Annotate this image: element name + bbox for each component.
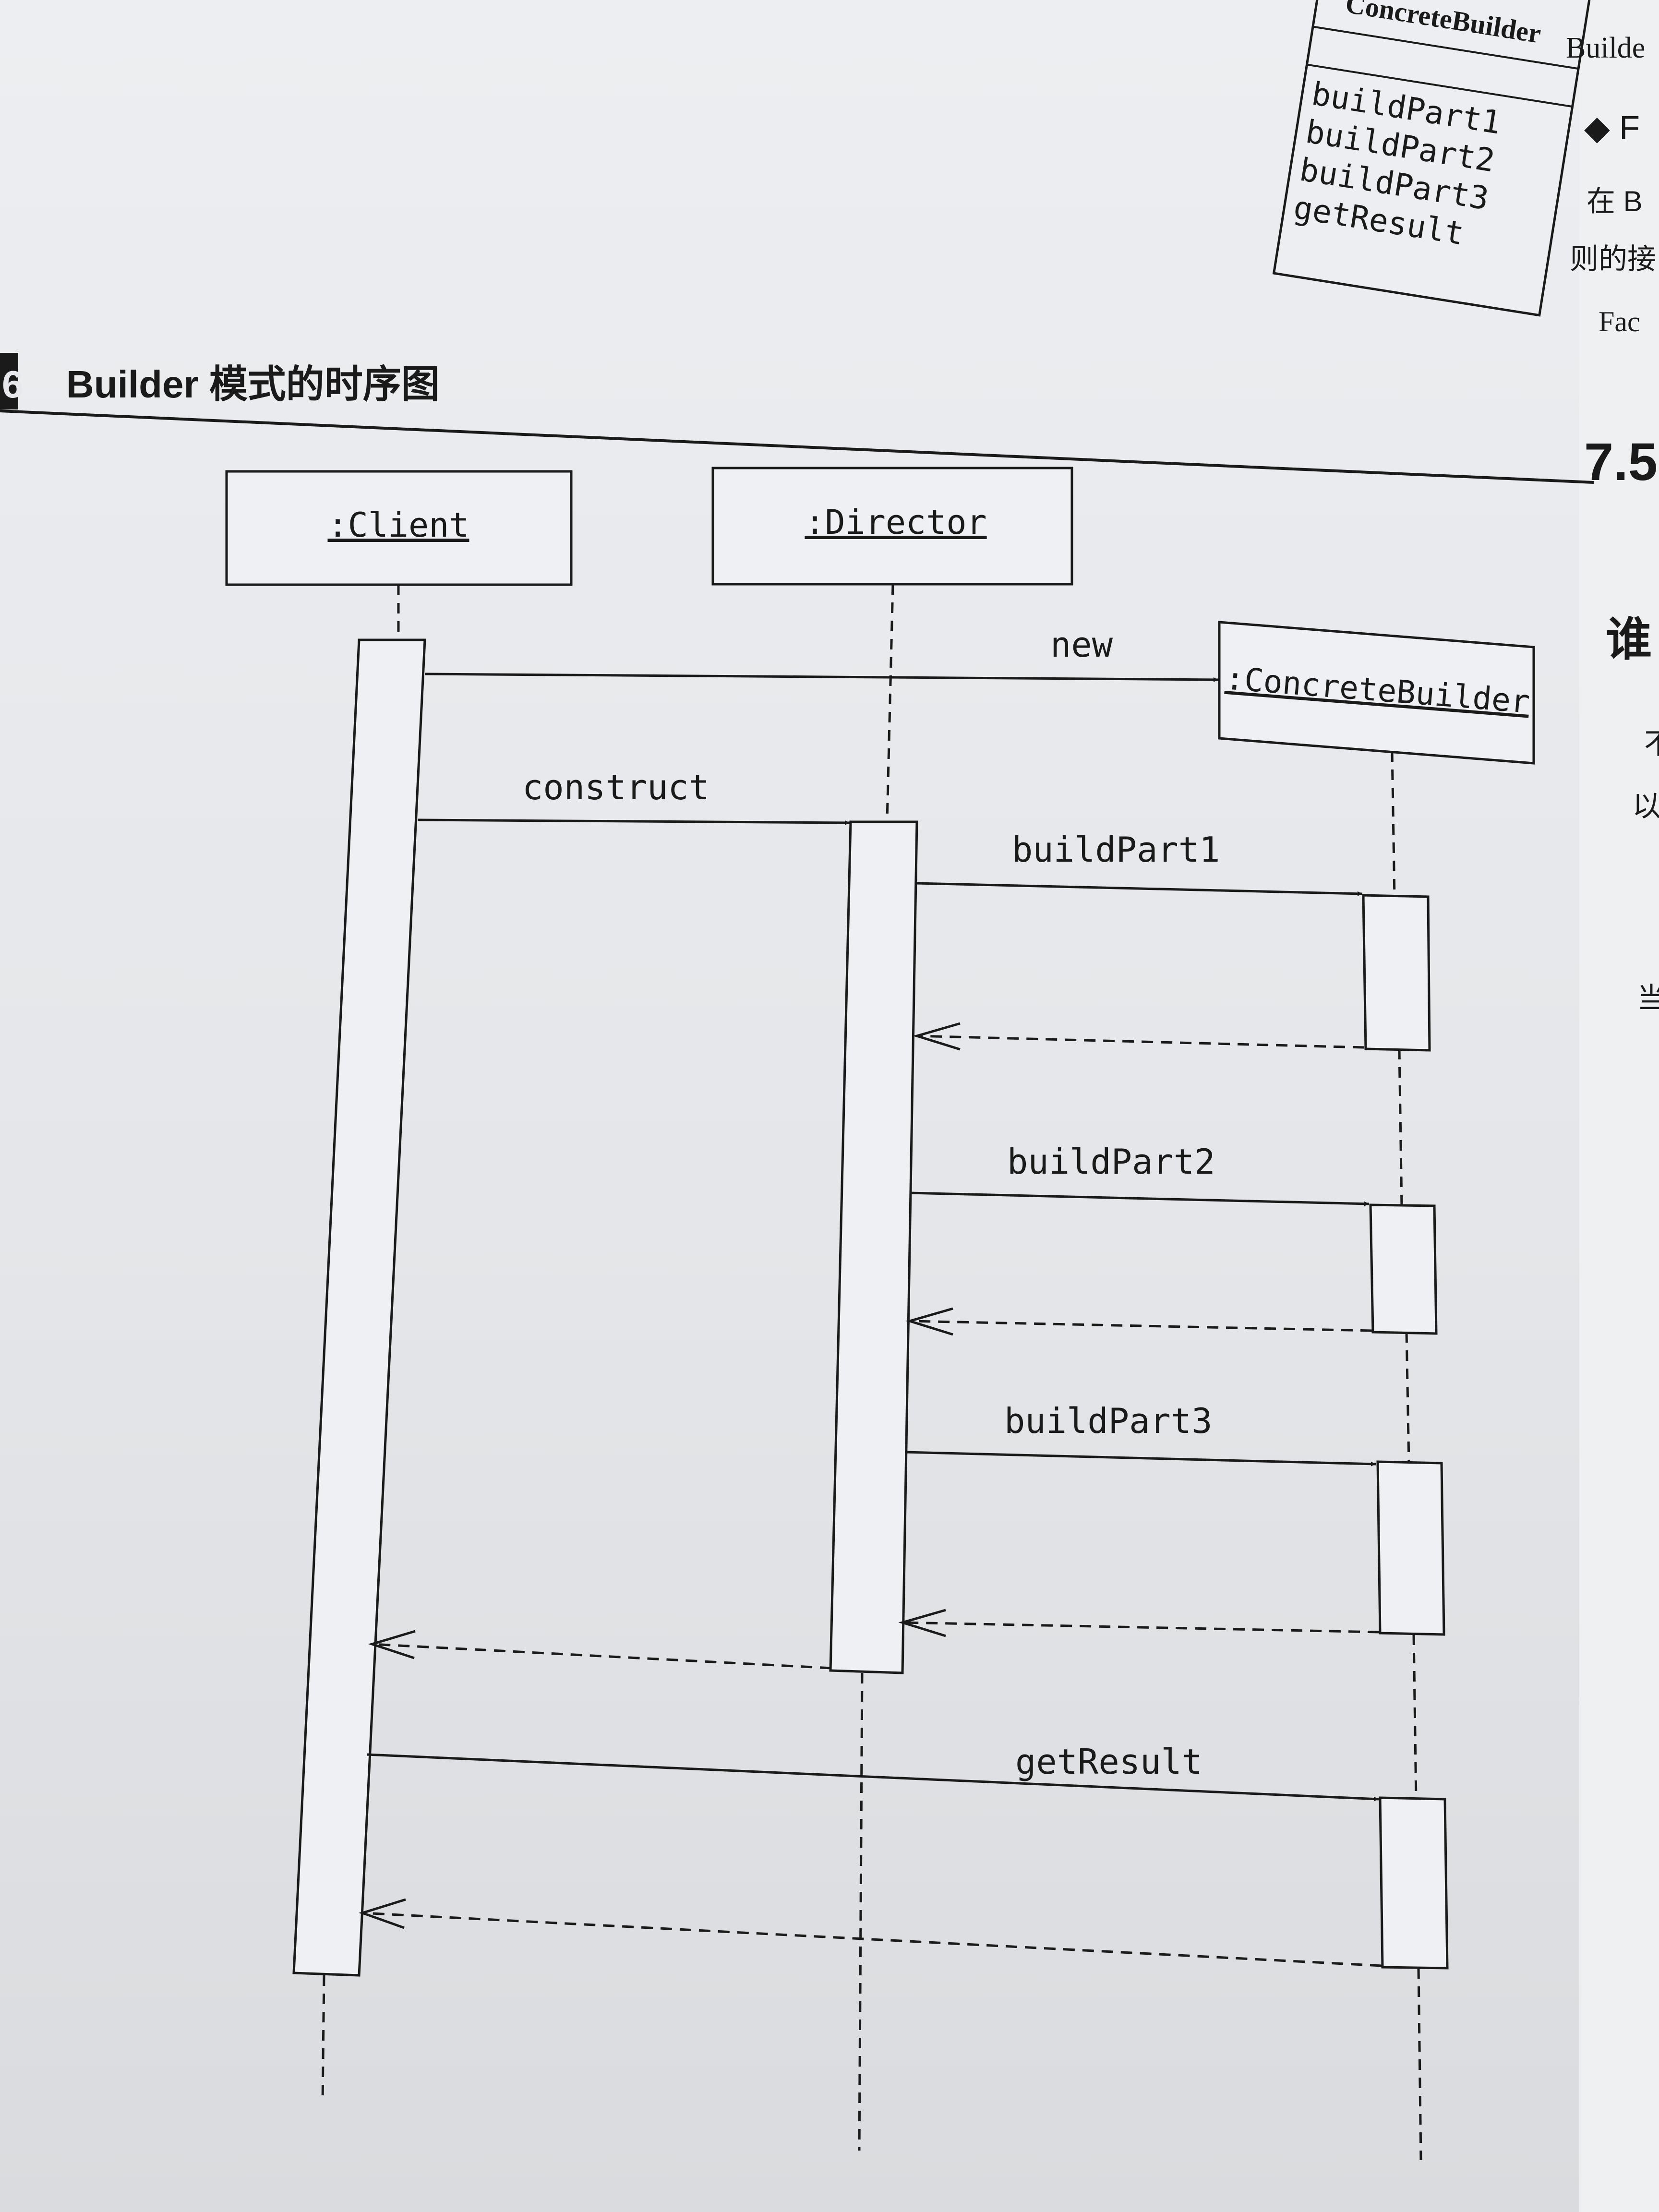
director-lifeline-top xyxy=(886,584,894,821)
construct-return-arrow xyxy=(368,1630,832,1670)
client-lifeline-head: :Client xyxy=(225,470,573,586)
builder-activation-buildpart1 xyxy=(1362,894,1431,1052)
getresult-return-arrow xyxy=(359,1898,1382,1967)
client-activation-bar xyxy=(292,638,426,1977)
construct-message-arrow xyxy=(417,818,850,825)
getresult-message-label: getResult xyxy=(1015,1742,1202,1782)
margin-section-number: 7.5 xyxy=(1584,433,1658,492)
buildpart1-message-arrow xyxy=(916,882,1363,896)
builder-activation-getresult xyxy=(1379,1796,1449,1970)
section-rule xyxy=(0,409,1594,484)
buildpart2-message-arrow xyxy=(909,1191,1370,1206)
margin-ze-de-jie: 则的接 xyxy=(1570,243,1656,275)
margin-bullet-text: ◆ F xyxy=(1584,109,1640,146)
margin-fragment-2: 以 xyxy=(1632,790,1659,822)
client-label: :Client xyxy=(327,505,469,545)
concrete-builder-lifeline-head: :ConcreteBuilder xyxy=(1218,621,1535,765)
construct-message-label: construct xyxy=(522,767,709,807)
facing-page xyxy=(1579,0,1659,2212)
buildpart3-message-arrow xyxy=(904,1451,1376,1467)
director-label: :Director xyxy=(805,503,986,542)
margin-fragment-3: 当 xyxy=(1637,982,1659,1014)
builder-activation-buildpart3 xyxy=(1376,1460,1445,1636)
section-number-block xyxy=(0,353,18,409)
margin-fac: Fac xyxy=(1599,306,1640,337)
margin-fragment-1: 不 xyxy=(1644,728,1659,760)
director-lifeline-bottom xyxy=(858,1672,864,2151)
client-lifeline-bottom xyxy=(321,1975,325,2103)
new-message-label: new xyxy=(1050,625,1113,665)
buildpart1-message-label: buildPart1 xyxy=(1012,830,1220,870)
buildpart3-message-label: buildPart3 xyxy=(1004,1401,1212,1441)
margin-shei: 谁 xyxy=(1606,614,1652,665)
buildpart3-return-arrow xyxy=(898,1609,1380,1637)
director-lifeline-head: :Director xyxy=(711,467,1073,586)
director-activation-bar xyxy=(829,820,918,1674)
builder-lifeline-5 xyxy=(1417,1968,1422,2161)
builder-lifeline-2 xyxy=(1398,1048,1403,1208)
getresult-message-arrow xyxy=(367,1753,1379,1802)
buildpart2-message-label: buildPart2 xyxy=(1007,1142,1215,1182)
builder-lifeline-4 xyxy=(1412,1634,1418,1801)
margin-zai-b: 在 B xyxy=(1587,185,1643,217)
margin-builder-text: Builde xyxy=(1566,32,1645,64)
section-number: 6 xyxy=(2,363,24,406)
section-title: Builder 模式的时序图 xyxy=(66,363,440,406)
builder-lifeline-1 xyxy=(1391,751,1396,898)
builder-lifeline-3 xyxy=(1405,1332,1410,1465)
builder-activation-buildpart2 xyxy=(1369,1203,1438,1335)
buildpart1-return-arrow xyxy=(913,1022,1365,1051)
concrete-builder-class-box: ConcreteBuilder buildPart1 buildPart2 bu… xyxy=(1272,0,1598,317)
new-message-arrow xyxy=(424,673,1219,682)
buildpart2-return-arrow xyxy=(905,1307,1372,1336)
